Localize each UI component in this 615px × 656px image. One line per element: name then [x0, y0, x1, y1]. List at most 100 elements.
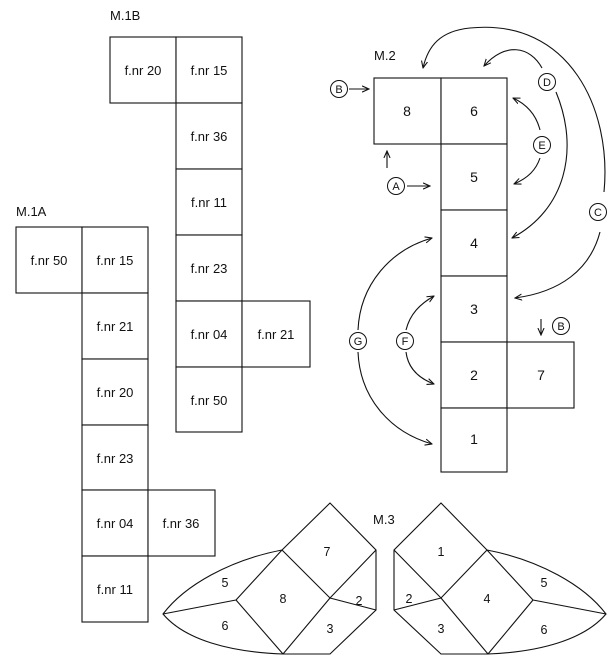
marker-b-right: B	[552, 317, 570, 335]
marker-b-left-label: B	[335, 84, 342, 96]
m3-right-line	[393, 597, 442, 611]
m3-right-line	[440, 597, 489, 655]
marker-f: F	[396, 332, 414, 350]
m1b-cell-label: f.nr 04	[191, 327, 228, 342]
m2-cell-number: 1	[470, 431, 478, 447]
marker-b-left: B	[330, 80, 348, 98]
marker-a-label: A	[392, 181, 400, 193]
m2-cell-number: 2	[470, 367, 478, 383]
arrow-g-top	[357, 238, 432, 331]
m3-left-line	[282, 597, 331, 655]
m1a-cell-label: f.nr 36	[163, 516, 200, 531]
m3-right-line	[532, 599, 607, 615]
m1a-cell-label: f.nr 23	[97, 451, 134, 466]
m1a-cell-frame	[81, 489, 149, 557]
arrow-c-bottom	[515, 231, 601, 298]
m1a-cell-frame	[81, 226, 149, 294]
m3-right-number: 4	[484, 592, 491, 606]
m1b-cell-label: f.nr 20	[125, 63, 162, 78]
m2-cell-number: 4	[470, 235, 478, 251]
m1a-cell-label: f.nr 11	[97, 582, 133, 597]
m1a-cell-frame	[81, 358, 149, 426]
m1a-cell-frame	[15, 226, 83, 294]
marker-c-label: C	[594, 207, 602, 219]
m1b-cell-frame	[175, 102, 243, 170]
m1b-cell-label: f.nr 23	[191, 261, 228, 276]
m3-right-number: 1	[438, 545, 445, 559]
m3-left-line	[235, 549, 283, 601]
m3-right-number: 2	[406, 592, 413, 606]
m2-cell-frame	[440, 143, 508, 211]
m1b-cell-frame	[175, 234, 243, 302]
m1a-cell-label: f.nr 20	[97, 385, 134, 400]
m1a-cell-label: f.nr 21	[97, 319, 134, 334]
arrow-g-bottom	[357, 351, 432, 444]
m2-cell-frame	[440, 275, 508, 343]
m2-cell-frame	[506, 341, 575, 409]
m2-net: M.2 8 6 5 4 3 2 7 1	[330, 26, 607, 473]
m3-patterns: M.3 7 8 2 3 5 6 1	[162, 502, 607, 655]
m1a-cell-frame	[147, 489, 216, 557]
m2-cell-number: 6	[470, 103, 478, 119]
m3-left-number: 8	[280, 592, 287, 606]
m1a-cell-frame	[81, 555, 149, 623]
m2-cell-number: 7	[537, 367, 545, 383]
m2-cell-number: 3	[470, 301, 478, 317]
arrow-c-top	[423, 26, 606, 193]
arrow-f-bottom	[405, 351, 434, 384]
m3-left-number: 3	[327, 622, 334, 636]
arrow-f-top	[405, 296, 434, 331]
marker-d: D	[538, 73, 556, 91]
m1b-cell-frame	[175, 36, 243, 104]
marker-f-label: F	[402, 336, 409, 348]
marker-a: A	[387, 177, 405, 195]
m1b-cell-frame	[175, 168, 243, 236]
marker-c: C	[589, 203, 607, 221]
marker-e: E	[533, 136, 551, 154]
marker-b-right-label: B	[557, 321, 564, 333]
m1b-cell-label: f.nr 21	[258, 327, 295, 342]
marker-d-label: D	[543, 77, 551, 89]
m2-cell-number: 8	[403, 103, 411, 119]
m3-right-number: 5	[541, 576, 548, 590]
m3-right-line	[487, 599, 534, 655]
m3-left-outline	[162, 502, 377, 655]
m1b-net: M.1B f.nr 20 f.nr 15 f.nr 36 f.nr 11 f.n…	[109, 8, 311, 433]
m1a-cell-label: f.nr 15	[97, 253, 134, 268]
m1a-cell-label: f.nr 50	[31, 253, 68, 268]
m1b-cell-frame	[175, 300, 243, 368]
m3-right-number: 3	[438, 622, 445, 636]
m1b-cell-label: f.nr 15	[191, 63, 228, 78]
m1a-cell-frame	[81, 424, 149, 491]
m3-left-shape: 7 8 2 3 5 6	[162, 502, 377, 655]
m2-cell-frame	[440, 77, 508, 145]
m2-title: M.2	[374, 48, 396, 63]
m1a-title: M.1A	[16, 204, 47, 219]
m1b-cell-label: f.nr 50	[191, 393, 228, 408]
marker-e-label: E	[538, 140, 545, 152]
m1a-cell-label: f.nr 04	[97, 516, 134, 531]
m1a-net: M.1A f.nr 50 f.nr 15 f.nr 21 f.nr 20 f.n…	[15, 204, 216, 623]
m1b-cell-frame	[175, 366, 243, 433]
m3-left-number: 2	[356, 594, 363, 608]
m3-left-number: 5	[222, 576, 229, 590]
m3-right-number: 6	[541, 623, 548, 637]
m2-cell-frame	[440, 407, 508, 473]
m2-cell-number: 5	[470, 169, 478, 185]
arrow-d-top	[484, 49, 543, 69]
arrow-e-bottom	[514, 157, 541, 184]
m3-left-number: 7	[324, 545, 331, 559]
m3-left-line	[162, 599, 237, 615]
m3-left-number: 6	[222, 619, 229, 633]
m1b-cell-label: f.nr 11	[191, 195, 227, 210]
m3-right-outline	[393, 502, 607, 655]
m1b-cell-frame	[241, 300, 311, 368]
m3-right-line	[486, 549, 534, 601]
arrow-e-top	[513, 98, 541, 131]
marker-g: G	[349, 332, 367, 350]
m3-left-line	[235, 599, 284, 655]
marker-g-label: G	[354, 336, 363, 348]
m1b-cell-label: f.nr 36	[191, 129, 228, 144]
m3-title: M.3	[373, 512, 395, 527]
